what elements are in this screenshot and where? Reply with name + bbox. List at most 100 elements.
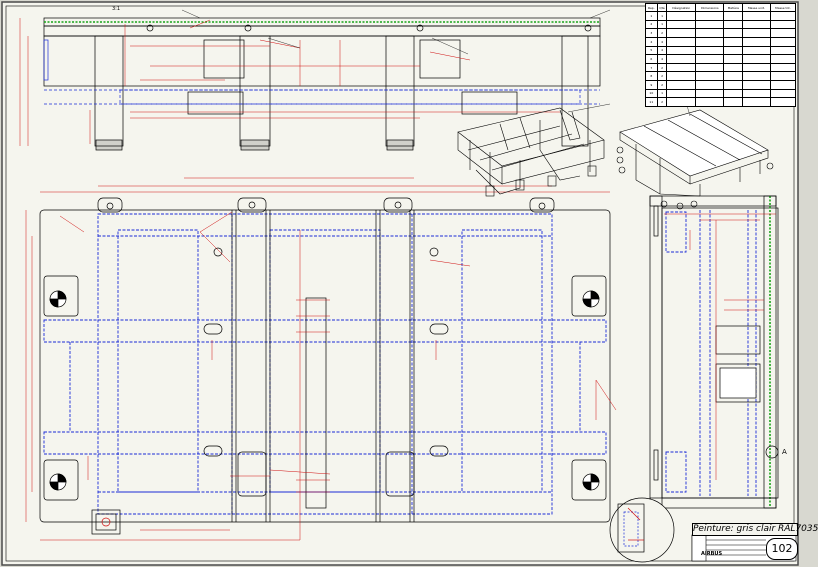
parts-list-header-cell: Rep. [645,3,658,12]
parts-list-header-cell: Désignation [666,3,697,12]
parts-list-cell [742,80,771,90]
parts-list-cell: 4 [645,36,658,47]
section-mark-top: 3:1 [112,6,121,12]
parts-list-cell [666,19,697,30]
section-mark-right: A [782,448,787,456]
parts-list-cell [769,88,797,99]
parts-list-cell [666,11,697,21]
parts-list-cell [769,80,797,90]
parts-list-cell: 2 [656,71,668,81]
parts-list-cell [666,97,697,107]
parts-list-cell: 6 [645,54,658,64]
parts-list-cell [769,11,797,21]
parts-list-cell [695,88,725,99]
parts-list-cell: 7 [645,62,658,73]
parts-list-cell: 3 [645,28,658,38]
parts-list-cell [769,54,797,64]
parts-list-cell [723,19,744,30]
parts-list-cell [723,36,744,47]
parts-list-cell [666,80,697,90]
parts-list-cell: 2 [656,97,668,107]
side-elevation-view [649,195,779,509]
parts-list-cell [695,19,725,30]
parts-list-header-cell: Matière [723,3,744,12]
parts-list-cell [769,45,797,56]
parts-list-cell [695,62,725,73]
parts-list-cell [695,28,725,38]
parts-list-cell: 2 [656,28,668,38]
lifting-point-icon [49,290,600,491]
parts-list-header-cell: Dimensions [695,3,725,12]
parts-list-cell: 4 [656,54,668,64]
parts-list-cell [769,36,797,47]
parts-list-cell [695,71,725,81]
parts-list-header: Rep. Qté Désignation Dimensions Matière … [645,3,797,12]
parts-list-header-cell: Qté [656,3,668,12]
plan-view [25,177,617,541]
parts-list-cell [723,54,744,64]
parts-list-cell [666,88,697,99]
parts-list-cell [742,62,771,73]
parts-list-cell [723,88,744,99]
parts-list-cell [769,19,797,30]
parts-list-header-cell: Masse tot. [769,3,797,12]
isometric-view-assembled [616,88,774,210]
parts-list-cell [695,45,725,56]
parts-list-cell [769,97,797,107]
parts-list-cell [742,36,771,47]
parts-list-cell [769,71,797,81]
parts-list-cell [666,71,697,81]
front-elevation-view [19,17,601,151]
parts-list-cell: 1 [656,88,668,99]
title-block-brand: AIRBUS [701,551,723,557]
parts-list-cell: 8 [645,71,658,81]
parts-list: Rep. Qté Désignation Dimensions Matière … [645,3,797,107]
parts-list-cell [742,54,771,64]
parts-list-cell: 9 [645,80,658,90]
parts-list-header-cell: Masse unit. [742,3,771,12]
parts-list-cell [723,11,744,21]
parts-list-cell [742,45,771,56]
parts-list-cell [742,88,771,99]
parts-list-cell [723,62,744,73]
isometric-view-frame [457,107,605,197]
parts-list-cell: 10 [645,88,658,99]
parts-list-cell: 5 [645,45,658,56]
parts-list-cell [723,97,744,107]
parts-list-cell [742,71,771,81]
parts-list-cell: 1 [656,11,668,21]
detail-view-circle [609,497,675,563]
parts-list-cell [742,97,771,107]
parts-list-cell [723,45,744,56]
parts-list-cell [695,80,725,90]
parts-list-cell [666,45,697,56]
parts-list-cell [769,28,797,38]
parts-list-cell [742,28,771,38]
parts-list-cell [769,62,797,73]
parts-list-cell [695,11,725,21]
parts-list-cell [666,62,697,73]
parts-list-cell [666,36,697,47]
parts-list-cell [742,19,771,30]
parts-list-cell: 2 [656,62,668,73]
parts-list-cell [742,11,771,21]
parts-list-cell: 1 [645,11,658,21]
parts-list-cell: 4 [656,36,668,47]
parts-list-cell: 2 [656,80,668,90]
parts-list-cell [723,28,744,38]
parts-list-cell: 1 [656,19,668,30]
parts-list-cell: 2 [645,19,658,30]
parts-list-cell: 11 [645,97,658,107]
parts-list-cell [666,28,697,38]
